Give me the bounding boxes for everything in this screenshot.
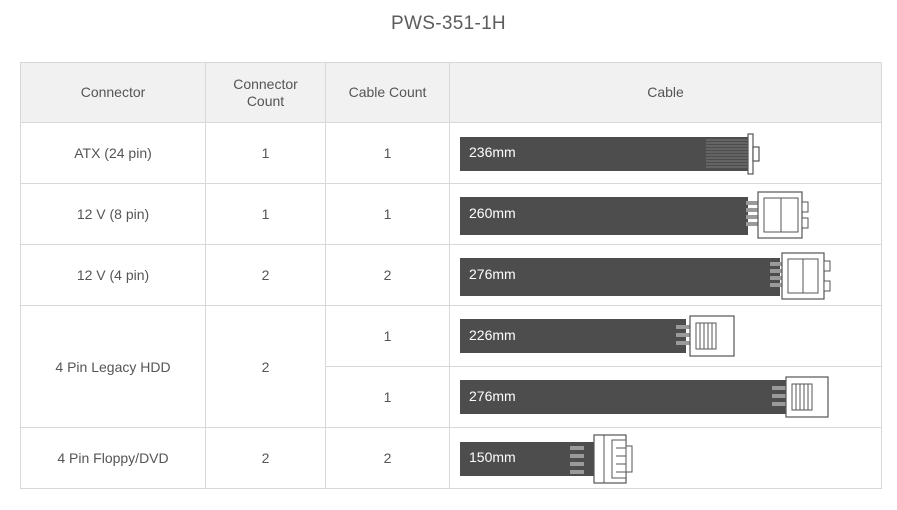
atx-4pin-icon <box>460 252 831 300</box>
table-row: 4 Pin Floppy/DVD 2 2 <box>20 427 882 489</box>
connector-name: 4 Pin Floppy/DVD <box>20 427 206 489</box>
cable-diagram: 260mm <box>449 183 882 245</box>
cable-length-label: 276mm <box>469 388 516 404</box>
cable-length-label: 150mm <box>469 449 516 465</box>
header-connector: Connector <box>20 62 206 123</box>
cable-count: 2 <box>325 244 450 306</box>
page-title: PWS-351-1H <box>391 13 506 34</box>
cable-count: 1 <box>325 366 450 428</box>
cable-count: 1 <box>325 183 450 245</box>
cable-count: 1 <box>325 122 450 184</box>
cable-diagram: 150mm <box>449 427 882 489</box>
connector-count: 1 <box>205 183 326 245</box>
table-row: 12 V (8 pin) 1 1 <box>20 183 882 245</box>
header-cable-count: Cable Count <box>325 62 450 123</box>
connector-spec-table: Connector Connector Count Cable Count Ca… <box>20 62 882 489</box>
connector-name: 12 V (8 pin) <box>20 183 206 245</box>
cable-length-label: 226mm <box>469 327 516 343</box>
connector-name: ATX (24 pin) <box>20 122 206 184</box>
header-connector-count: Connector Count <box>205 62 326 123</box>
table-row: 4 Pin Legacy HDD 2 1 <box>20 305 882 428</box>
cable-diagram: 236mm <box>449 122 882 184</box>
floppy-icon <box>460 434 633 484</box>
table-row: ATX (24 pin) 1 1 <box>20 122 882 184</box>
header-row: Connector Connector Count Cable Count Ca… <box>20 62 882 123</box>
cable-diagram: 276mm <box>449 244 882 306</box>
connector-name: 12 V (4 pin) <box>20 244 206 306</box>
molex-icon <box>460 376 829 418</box>
connector-name: 4 Pin Legacy HDD <box>20 305 206 428</box>
cable-length-label: 260mm <box>469 205 516 221</box>
header-cable: Cable <box>449 62 882 123</box>
cable-length-label: 276mm <box>469 266 516 282</box>
table-row: 12 V (4 pin) 2 2 <box>20 244 882 306</box>
connector-count: 2 <box>205 244 326 306</box>
atx-24pin-icon <box>460 133 760 175</box>
connector-count: 2 <box>205 427 326 489</box>
connector-count: 2 <box>205 305 326 428</box>
molex-icon <box>460 315 735 357</box>
header-connector-count-label: Connector Count <box>233 75 298 109</box>
cable-diagram: 276mm <box>449 366 882 428</box>
connector-count: 1 <box>205 122 326 184</box>
cable-count: 1 <box>325 305 450 367</box>
eps-8pin-icon <box>460 191 809 239</box>
cable-count: 2 <box>325 427 450 489</box>
table-row: 1 <box>21 366 882 428</box>
cable-length-label: 236mm <box>469 144 516 160</box>
cable-diagram: 226mm <box>449 305 882 367</box>
